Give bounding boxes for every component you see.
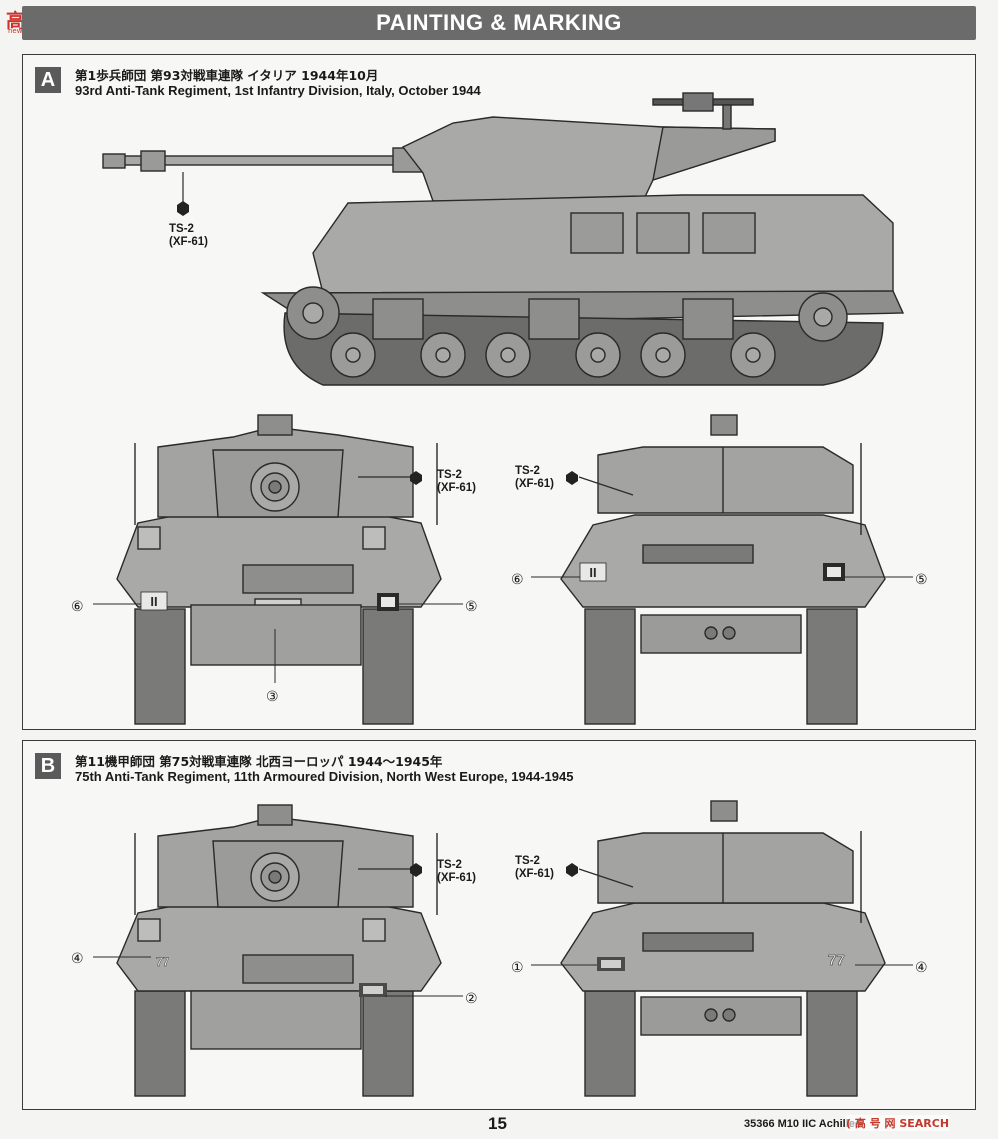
tank-side-view (102, 92, 905, 386)
paint-label-side: TS-2(XF-61) (169, 223, 208, 248)
callout-3-front: ③ (266, 689, 279, 705)
callout-5-rear: ⑤ (915, 572, 928, 588)
callout-4-rear: ④ (915, 960, 928, 976)
callout-5-front: ⑤ (465, 599, 478, 615)
callout-1-rear: ① (511, 960, 524, 976)
svg-text:77: 77 (156, 955, 170, 969)
tactical-marking-rear: II (579, 562, 845, 582)
page-title: PAINTING & MARKING (376, 10, 622, 35)
callout-6-rear: ⑥ (511, 572, 524, 588)
tactical-marking-front: II (140, 591, 399, 611)
scheme-b-caption-en: 75th Anti-Tank Regiment, 11th Armoured D… (75, 769, 574, 784)
tank-rear-view (560, 414, 886, 725)
scheme-a-illustrations: II II (71, 92, 928, 725)
svg-text:II: II (150, 594, 157, 609)
svg-text:77: 77 (828, 952, 845, 969)
product-code: 35366 M10 IIC Achilles (744, 1118, 861, 1130)
scheme-a-caption-en: 93rd Anti-Tank Regiment, 1st Infantry Di… (75, 83, 481, 98)
callout-4-front: ④ (71, 951, 84, 967)
header-bar: PAINTING & MARKING (22, 6, 976, 40)
callout-6-front: ⑥ (71, 599, 84, 615)
paint-label-rear: TS-2(XF-61) (515, 465, 554, 490)
paint-label-rear-b: TS-2(XF-61) (515, 855, 554, 880)
tank-front-view (116, 414, 442, 725)
scheme-b-panel: B 第11機甲師団 第75対戦車連隊 北西ヨーロッパ 1944～1945年 75… (22, 740, 976, 1110)
scheme-a-caption-jp: 第1歩兵師団 第93対戦車連隊 イタリア 1944年10月 (75, 68, 379, 83)
scheme-a-badge: A (35, 67, 61, 93)
scheme-a-panel: A 第1歩兵師団 第93対戦車連隊 イタリア 1944年10月 93rd Ant… (22, 54, 976, 730)
paint-label-front: TS-2(XF-61) (437, 469, 476, 494)
footer-watermark: ( 高 号 网 SEARCH (846, 1115, 950, 1131)
number-marking-rear: 77 (597, 952, 845, 971)
svg-text:II: II (589, 565, 596, 580)
scheme-b-badge: B (35, 753, 61, 779)
tank-rear-view-b (560, 800, 886, 1097)
scheme-b-illustrations: 77 77 (71, 800, 928, 1097)
paint-label-front-b: TS-2(XF-61) (437, 859, 476, 884)
tank-front-view-b (116, 804, 442, 1097)
number-marking-front: 77 (156, 955, 387, 997)
scheme-b-caption-jp: 第11機甲師団 第75対戦車連隊 北西ヨーロッパ 1944～1945年 (75, 754, 443, 769)
page-number: 15 (488, 1114, 507, 1133)
callout-2-front: ② (465, 991, 478, 1007)
